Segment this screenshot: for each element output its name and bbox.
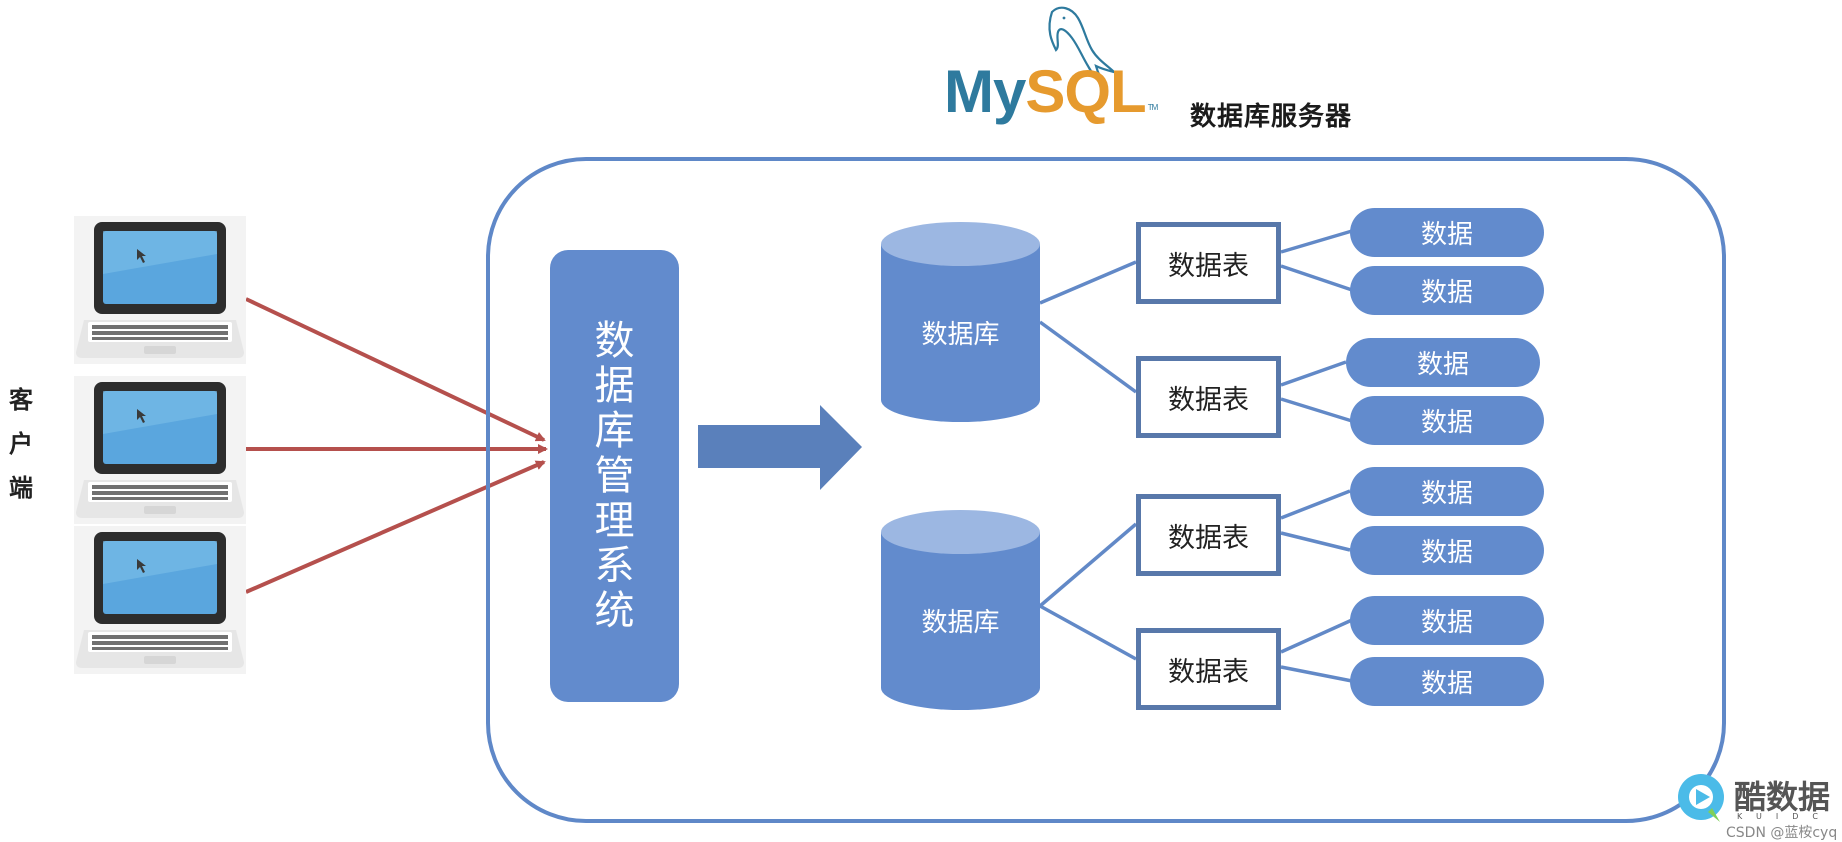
database-cylinder-1[interactable]: 数据库: [881, 222, 1040, 422]
data-pill[interactable]: 数据: [1350, 266, 1544, 315]
laptop-icon: [76, 532, 244, 668]
connector-t3-d1: [1280, 489, 1351, 520]
watermark-sub: KUIDC: [1737, 812, 1832, 821]
data-pill[interactable]: 数据: [1346, 338, 1540, 387]
data-pill[interactable]: 数据: [1350, 208, 1544, 257]
client-label: 客 户 端: [6, 388, 36, 500]
data-pill[interactable]: 数据: [1350, 467, 1544, 516]
database-cylinder-2[interactable]: 数据库: [881, 510, 1040, 710]
watermark-credit: CSDN @蓝桉cyq: [1726, 825, 1838, 841]
cylinder-top: [881, 510, 1040, 554]
client-label-char: 户: [9, 430, 33, 458]
connector-t4-d1: [1280, 618, 1353, 654]
connector-t2-d1: [1280, 360, 1347, 387]
dbms-label-char: 据: [594, 362, 635, 409]
connector-db1-table1: [1039, 260, 1137, 305]
dbms-label-char: 库: [594, 407, 635, 454]
mysql-logo-sql: SQL: [1025, 58, 1146, 125]
cylinder-top: [881, 222, 1040, 266]
connector-t1-d2: [1280, 264, 1353, 292]
database-server-frame: [486, 157, 1726, 823]
dbms-box[interactable]: 数 据 库 管 理 系 统: [550, 250, 679, 702]
dbms-label-char: 数: [594, 317, 635, 364]
connector-db1-table2: [1038, 320, 1138, 394]
watermark-brand: 酷数据: [1734, 778, 1831, 816]
client-arrow-3: [245, 460, 546, 594]
data-pill[interactable]: 数据: [1350, 657, 1544, 706]
data-pill[interactable]: 数据: [1350, 526, 1544, 575]
kuidc-logo-icon: [1678, 774, 1724, 822]
client-laptop-3[interactable]: [74, 526, 246, 674]
laptop-icon: [76, 222, 244, 358]
dbms-label-char: 理: [594, 497, 635, 544]
data-pill[interactable]: 数据: [1350, 396, 1544, 445]
table-box-1[interactable]: 数据表: [1136, 222, 1281, 304]
laptop-icon: [76, 382, 244, 518]
client-laptop-2[interactable]: [74, 376, 246, 524]
connector-t4-d2: [1280, 665, 1353, 683]
table-box-3[interactable]: 数据表: [1136, 494, 1281, 576]
cylinder-body: [881, 244, 1040, 400]
database-label: 数据库: [921, 320, 1000, 350]
dbms-label-char: 系: [594, 542, 635, 589]
client-label-char: 端: [9, 474, 33, 502]
database-label: 数据库: [921, 608, 1000, 638]
connector-db2-table4: [1039, 604, 1137, 661]
dbms-label-char: 统: [594, 587, 635, 634]
flow-arrow: [698, 405, 862, 490]
client-label-char: 客: [9, 386, 33, 414]
connector-t1-d1: [1280, 229, 1353, 254]
data-pill[interactable]: 数据: [1350, 596, 1544, 645]
mysql-dolphin-icon: [1048, 6, 1118, 87]
dbms-label-char: 管: [594, 452, 635, 499]
client-laptop-1[interactable]: [74, 216, 246, 364]
mysql-logo-tm: TM: [1147, 103, 1159, 112]
cylinder-body: [881, 532, 1040, 688]
mysql-logo-my: My: [944, 58, 1026, 125]
connector-db2-table3: [1038, 522, 1138, 608]
connector-t2-d2: [1280, 397, 1353, 423]
connector-t3-d2: [1280, 531, 1351, 552]
client-arrow-1: [245, 297, 546, 442]
table-box-2[interactable]: 数据表: [1136, 356, 1281, 438]
table-box-4[interactable]: 数据表: [1136, 628, 1281, 710]
server-label: 数据库服务器: [1190, 102, 1353, 132]
